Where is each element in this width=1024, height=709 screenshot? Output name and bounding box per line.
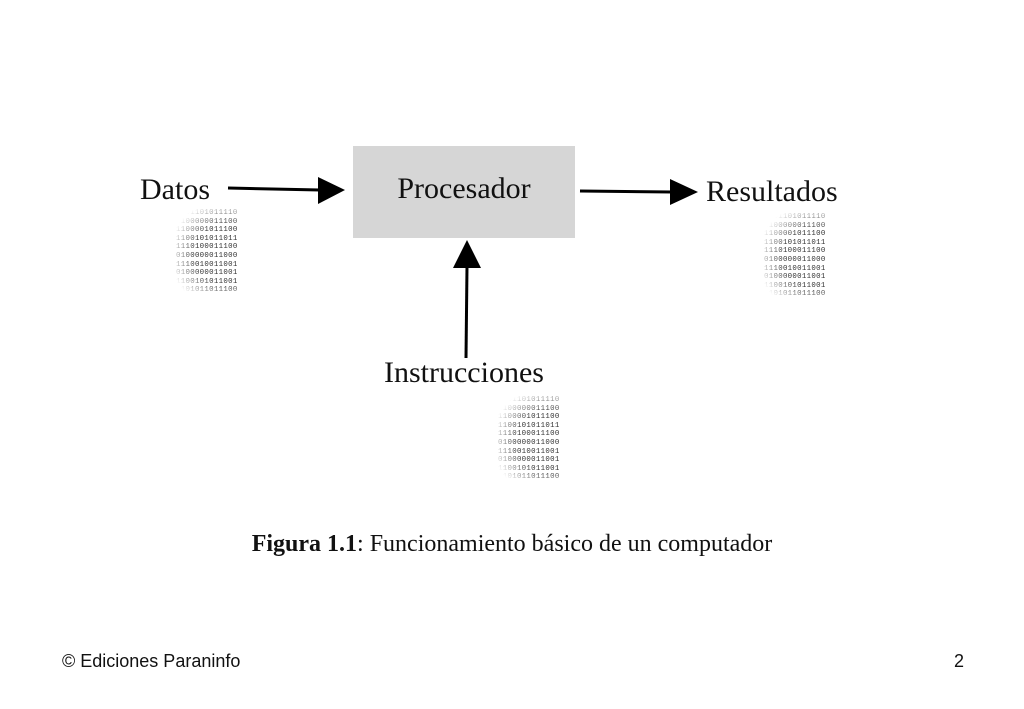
datos-label: Datos (140, 173, 210, 206)
page-number: 2 (953, 651, 964, 671)
binary-data-image-resultados: 1001101011110 0100000011100 110000101110… (764, 213, 826, 299)
binary-data-image-instrucciones: 1001101011110 0100000011100 110000101110… (498, 396, 560, 482)
procesador-box: Procesador (353, 146, 575, 238)
figure-caption-text: : Funcionamiento básico de un computador (357, 531, 773, 557)
arrowhead-datos (318, 177, 345, 204)
arrowhead-resultados (670, 179, 698, 205)
arrow-datos-to-procesador (227, 186, 321, 192)
instrucciones-label: Instrucciones (384, 356, 544, 389)
figure-caption: Figura 1.1: Funcionamiento básico de un … (0, 532, 1024, 556)
arrow-instrucciones-to-procesador (464, 265, 469, 359)
procesador-label: Procesador (397, 172, 531, 205)
arrowhead-instrucciones (453, 240, 481, 268)
figure-number: Figura 1.1 (251, 531, 358, 557)
binary-data-image-datos: 1001101011110 0100000011100 110000101110… (176, 209, 238, 295)
footer-copyright: © Ediciones Paraninfo (62, 651, 241, 671)
arrow-procesador-to-resultados (579, 189, 673, 194)
resultados-label: Resultados (706, 175, 838, 208)
